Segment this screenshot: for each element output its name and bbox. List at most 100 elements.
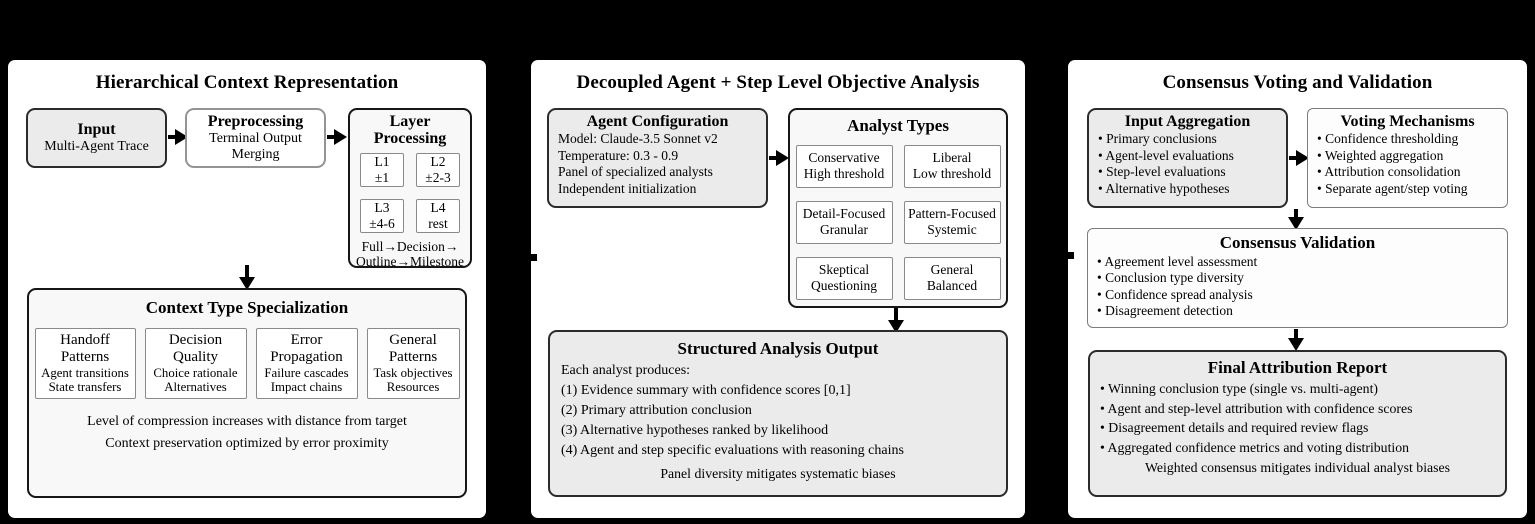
- panel-decoupled-analysis: Decoupled Agent + Step Level Objective A…: [531, 60, 1025, 518]
- list-item: • Separate agent/step voting: [1317, 181, 1468, 197]
- list-item: • Disagreement details and required revi…: [1100, 420, 1369, 436]
- layer-footer-line2: Outline→Milestone: [356, 253, 464, 269]
- card-line: Impact chains: [270, 379, 343, 394]
- arrow-right-icon: [327, 129, 347, 145]
- analyst-grid: Conservative High threshold Liberal Low …: [790, 144, 1006, 300]
- agent-config-line: Temperature: 0.3 - 0.9: [558, 147, 679, 163]
- panel-title: Consensus Voting and Validation: [1162, 72, 1433, 93]
- list-item: • Confidence spread analysis: [1097, 286, 1253, 302]
- card-line: Alternatives: [164, 379, 227, 394]
- agent-config-line: Panel of specialized analysts: [558, 164, 713, 180]
- input-aggregation-items: • Primary conclusions • Agent-level eval…: [1089, 130, 1286, 197]
- consensus-box-title: Consensus Validation: [1219, 233, 1376, 252]
- analyst-cell-line1: Skeptical: [818, 262, 870, 278]
- agent-config-line: Model: Claude-3.5 Sonnet v2: [558, 131, 718, 147]
- agent-config-line: Independent initialization: [558, 181, 697, 197]
- analyst-type-cell: Liberal Low threshold: [903, 144, 1001, 188]
- arrow-right-icon: [168, 129, 188, 145]
- analyst-cell-line2: Low threshold: [912, 166, 992, 182]
- analyst-cell-line1: Conservative: [808, 150, 880, 166]
- input-box-body: Multi-Agent Trace: [44, 138, 149, 154]
- context-type-specialization-box: Context Type Specialization Handoff Patt…: [27, 288, 467, 498]
- card-line: State transfers: [48, 379, 122, 394]
- card-title: General Patterns: [388, 332, 438, 365]
- card-line: Failure cascades: [264, 365, 349, 380]
- context-type-card: General Patterns Task objectives Resourc…: [366, 327, 460, 399]
- arrow-right-icon: [1289, 150, 1309, 166]
- analyst-cell-line2: Granular: [820, 222, 868, 238]
- analyst-cell-line1: Pattern-Focused: [908, 206, 996, 222]
- context-box-title: Context Type Specialization: [145, 298, 349, 317]
- analyst-cell-line2: High threshold: [803, 166, 885, 182]
- list-item: • Winning conclusion type (single vs. mu…: [1100, 380, 1378, 396]
- input-aggregation-box: Input Aggregation • Primary conclusions …: [1087, 108, 1288, 208]
- output-box-title: Structured Analysis Output: [677, 339, 879, 358]
- list-item: • Conclusion type diversity: [1097, 270, 1244, 286]
- layer-footer-line1: Full→Decision→: [361, 238, 459, 254]
- arrow-down-icon: [888, 308, 904, 333]
- layer-cell: L1 ±1: [360, 152, 404, 187]
- voting-box-title: Voting Mechanisms: [1340, 113, 1475, 130]
- arrow-down-icon: [239, 265, 255, 290]
- input-box-title: Input: [77, 121, 116, 139]
- final-box-title: Final Attribution Report: [1207, 358, 1388, 377]
- preprocessing-box-title: Preprocessing: [207, 113, 304, 131]
- layer-processing-box: Layer Processing L1 ±1 L2 ±2-3 L3 ±4-6 L…: [348, 108, 472, 269]
- analyst-type-cell: General Balanced: [903, 256, 1001, 300]
- context-type-card: Handoff Patterns Agent transitions State…: [34, 327, 136, 399]
- card-line: Agent transitions: [41, 365, 129, 380]
- voting-box-items: • Confidence thresholding • Weighted agg…: [1308, 130, 1507, 197]
- final-box-items: • Winning conclusion type (single vs. mu…: [1090, 378, 1505, 458]
- list-item: • Confidence thresholding: [1317, 131, 1459, 147]
- input-aggregation-title: Input Aggregation: [1124, 113, 1251, 130]
- final-attribution-report-box: Final Attribution Report • Winning concl…: [1088, 350, 1507, 497]
- context-note: Context preservation optimized by error …: [105, 435, 389, 451]
- preprocessing-box-body: Terminal Output Merging: [209, 130, 302, 162]
- output-box-footer: Panel diversity mitigates systematic bia…: [660, 466, 896, 482]
- card-title: Decision Quality: [168, 332, 223, 365]
- layer-box-title: Layer Processing: [373, 113, 447, 148]
- output-line: Each analyst produces:: [561, 362, 691, 378]
- list-item: • Aggregated confidence metrics and voti…: [1100, 440, 1410, 456]
- connector-stub-icon: [1068, 252, 1074, 259]
- analyst-types-box: Analyst Types Conservative High threshol…: [788, 108, 1008, 308]
- analyst-type-cell: Pattern-Focused Systemic: [903, 200, 1001, 244]
- analyst-type-cell: Detail-Focused Granular: [795, 200, 893, 244]
- analyst-cell-line2: Systemic: [927, 222, 977, 238]
- consensus-validation-box: Consensus Validation • Agreement level a…: [1087, 228, 1508, 328]
- layer-cell-range: ±4-6: [369, 215, 395, 231]
- list-item: • Disagreement detection: [1097, 303, 1233, 319]
- list-item: • Step-level evaluations: [1098, 164, 1226, 180]
- analyst-cell-line1: Detail-Focused: [802, 206, 886, 222]
- output-line: (2) Primary attribution conclusion: [561, 403, 752, 418]
- analyst-cell-line2: Balanced: [926, 278, 978, 294]
- analyst-cell-line1: General: [930, 262, 974, 278]
- arrow-down-icon: [1288, 329, 1304, 351]
- context-card-row: Handoff Patterns Agent transitions State…: [29, 327, 465, 399]
- list-item: • Primary conclusions: [1098, 131, 1217, 147]
- card-line: Choice rationale: [153, 365, 238, 380]
- analyst-type-cell: Skeptical Questioning: [795, 256, 893, 300]
- analyst-type-cell: Conservative High threshold: [795, 144, 893, 188]
- panel-title: Hierarchical Context Representation: [95, 72, 399, 93]
- analyst-types-title: Analyst Types: [847, 116, 949, 135]
- panel-title: Decoupled Agent + Step Level Objective A…: [576, 72, 980, 93]
- card-title: Error Propagation: [270, 332, 343, 365]
- list-item: • Agent and step-level attribution with …: [1100, 400, 1413, 416]
- arrow-right-icon: [769, 150, 789, 166]
- layer-cell: L4 rest: [416, 198, 460, 233]
- card-line: Resources: [386, 379, 440, 394]
- layer-cell-name: L4: [430, 199, 446, 215]
- preprocessing-box: Preprocessing Terminal Output Merging: [185, 108, 326, 168]
- voting-mechanisms-box: Voting Mechanisms • Confidence threshold…: [1307, 108, 1508, 208]
- connector-stub-icon: [531, 254, 537, 261]
- agent-configuration-box: Agent Configuration Model: Claude-3.5 So…: [547, 108, 768, 208]
- structured-output-box: Structured Analysis Output Each analyst …: [548, 330, 1008, 497]
- arrow-down-icon: [1288, 209, 1304, 230]
- card-title: Handoff Patterns: [60, 332, 110, 365]
- list-item: • Alternative hypotheses: [1098, 181, 1230, 197]
- output-box-lines: Each analyst produces: (1) Evidence summ…: [550, 359, 1006, 462]
- analyst-cell-line1: Liberal: [932, 150, 972, 166]
- card-line: Task objectives: [373, 365, 453, 380]
